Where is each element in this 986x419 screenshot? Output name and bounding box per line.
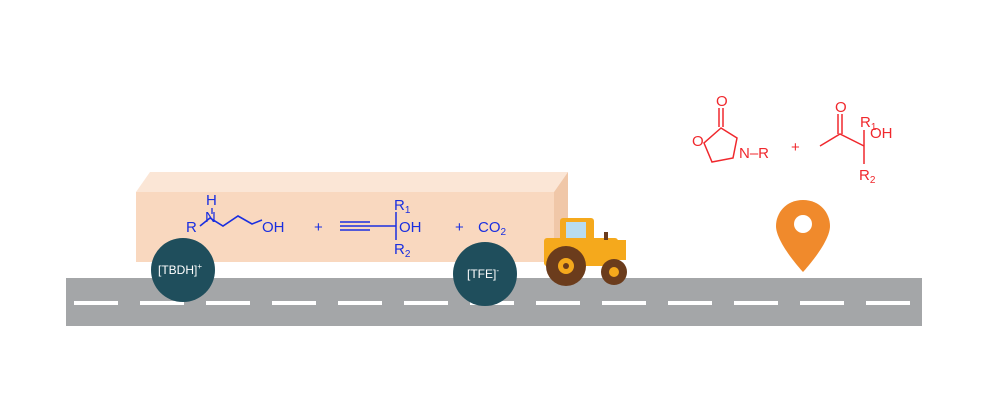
location-pin-icon — [776, 200, 830, 272]
oxaz-carbonyl-o-label: O — [716, 93, 728, 110]
ketone-r2-label: R2 — [859, 167, 876, 186]
trailer-top — [136, 172, 568, 192]
propargyl-r2-label: R2 — [394, 241, 411, 260]
amine-h-label: H — [206, 192, 217, 209]
propargyl-r1-label: R1 — [394, 197, 411, 216]
ketone-r1-label: R1 — [860, 114, 877, 133]
plus-sign-2: + — [455, 219, 464, 236]
amine-oh-label: OH — [262, 219, 285, 236]
co2-label: CO2 — [478, 219, 507, 238]
tractor-icon — [544, 218, 627, 286]
amine-n-label: N — [205, 209, 216, 226]
cation-label: [TBDH]+ — [158, 262, 202, 277]
propargylic-alcohol-structure — [340, 212, 397, 240]
hydroxy-ketone-structure — [819, 114, 865, 164]
oxaz-ring-o-label: O — [692, 133, 704, 150]
propargyl-oh-label: OH — [399, 219, 422, 236]
amino-alcohol-structure: H N R OH — [186, 192, 285, 236]
anion-wheel: [TFE]- — [453, 242, 517, 306]
anion-label: [TFE]- — [467, 266, 499, 281]
ketone-oh-label: OH — [870, 125, 893, 142]
plus-sign-1: + — [314, 219, 323, 236]
oxazolidinone-structure — [703, 108, 738, 163]
amine-r-label: R — [186, 219, 197, 236]
product-plus-sign: + — [791, 139, 800, 156]
oxaz-nr-label: N–R — [739, 145, 769, 162]
ketone-o-label: O — [835, 99, 847, 116]
cation-wheel: [TBDH]+ — [151, 238, 215, 302]
